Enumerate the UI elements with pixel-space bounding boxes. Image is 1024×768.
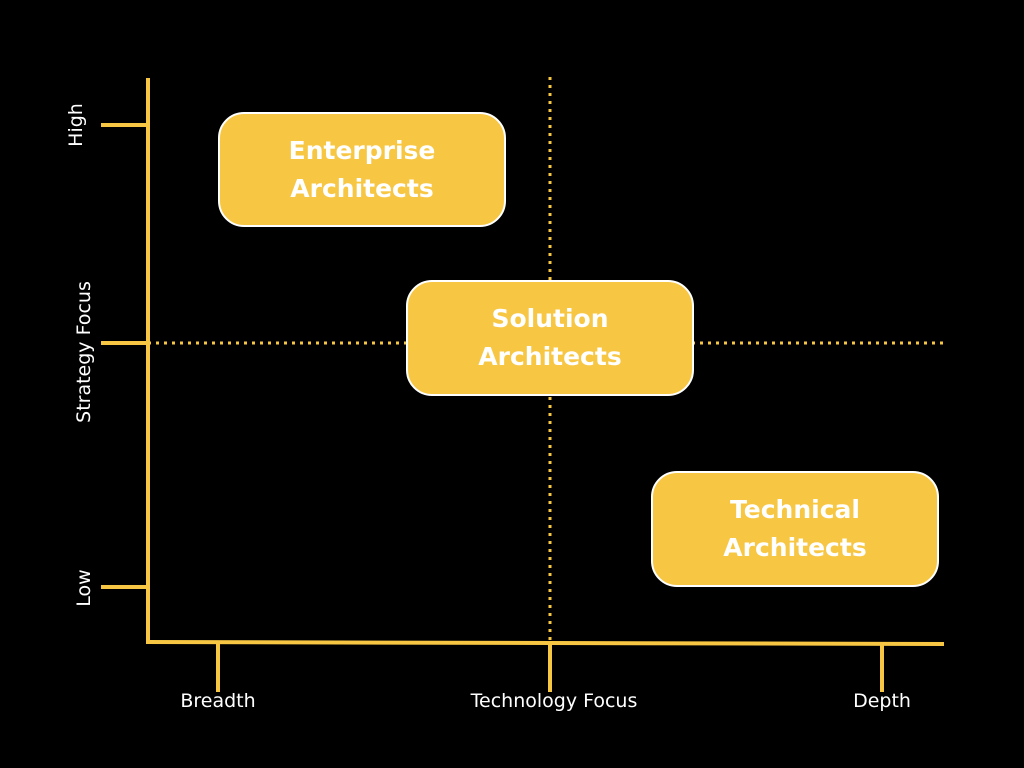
- x-axis-title: Technology Focus: [470, 690, 638, 712]
- box-label-line: Solution: [491, 304, 609, 333]
- y-label-high: High: [65, 103, 87, 147]
- enterprise-architects-label: Enterprise Architects: [289, 132, 436, 208]
- y-label-low: Low: [73, 569, 95, 607]
- box-label-line: Architects: [723, 533, 867, 562]
- technical-architects-label: Technical Architects: [723, 491, 866, 567]
- x-label-breadth: Breadth: [180, 690, 256, 712]
- box-label-line: Architects: [478, 342, 622, 371]
- x-axis-line: [145, 640, 945, 646]
- box-label-line: Enterprise: [288, 135, 436, 165]
- solution-architects-label: Solution Architects: [478, 300, 621, 376]
- x-label-depth: Depth: [853, 690, 911, 712]
- box-label-line: Technical: [730, 495, 860, 524]
- technical-architects-box: Technical Architects: [651, 471, 939, 587]
- box-label-line: Architects: [290, 173, 434, 203]
- solution-architects-box: Solution Architects: [406, 280, 694, 396]
- y-axis-title: Strategy Focus: [73, 281, 95, 423]
- enterprise-architects-box: Enterprise Architects: [218, 112, 506, 227]
